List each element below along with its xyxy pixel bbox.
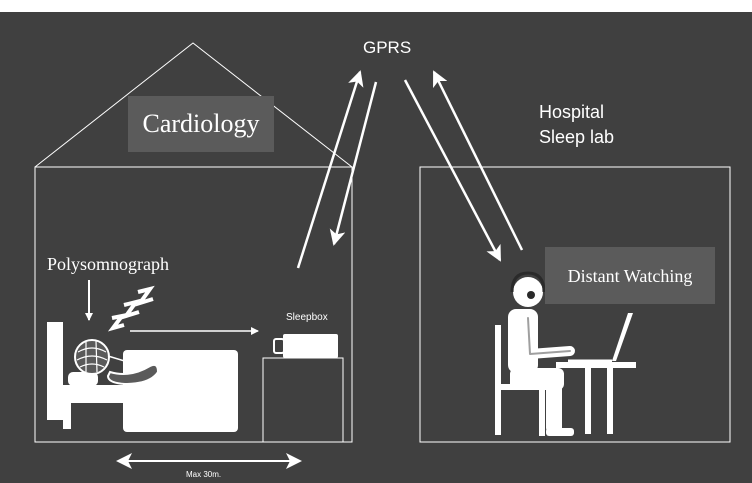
bed-with-patient-icon [47,322,238,432]
downlink-arrow-left [329,81,378,246]
operator-at-laptop-icon [495,271,636,436]
hospital-label-line2: Sleep lab [539,127,615,147]
cardiology-house [34,42,353,443]
gprs-label: GPRS [363,38,412,57]
downlink-arrow-right [403,79,502,262]
sleep-zzz-icon [107,285,155,332]
sleepbox-device [273,334,338,358]
uplink-arrow-left [296,70,364,269]
sleepbox-table [262,357,344,443]
gprs-link-arrows [296,70,524,269]
distance-label: Max 30m. [186,470,222,479]
hospital-building [419,166,731,443]
cardiology-label: Cardiology [128,96,274,152]
sleepbox-label: Sleepbox [286,312,328,323]
polysomnograph-label: Polysomnograph [47,254,170,274]
uplink-arrow-right [432,70,524,251]
distant-watching-label: Distant Watching [545,247,715,304]
hospital-label-line1: Hospital [539,102,605,122]
